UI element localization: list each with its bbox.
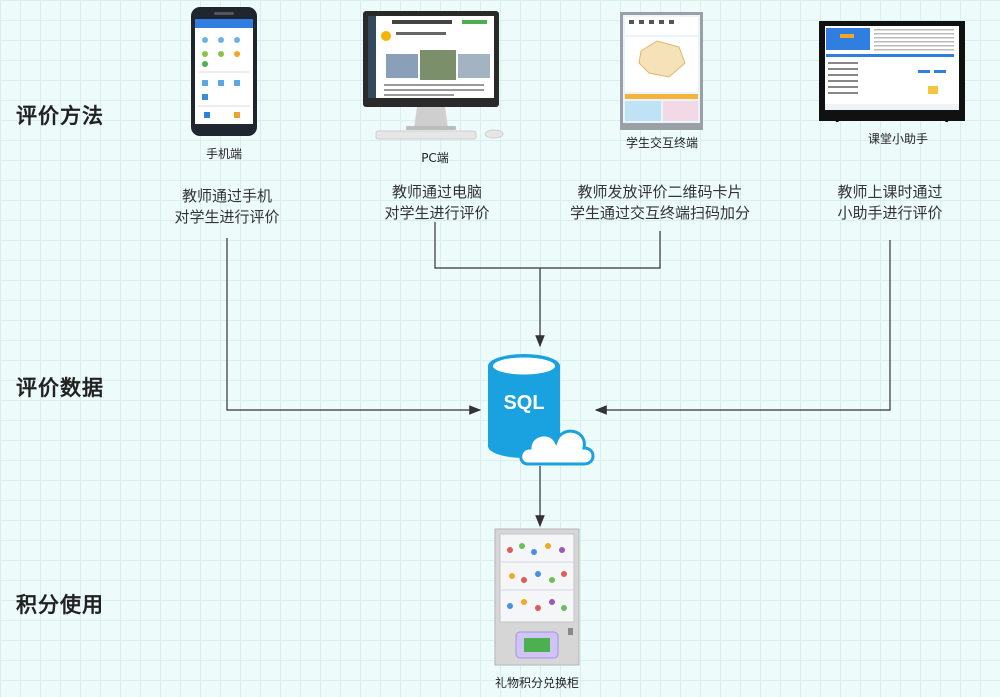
method-line: 教师发放评价二维码卡片: [577, 183, 743, 201]
section-title-data: 评价数据: [16, 376, 104, 400]
device-label-mobile: 手机端: [205, 147, 242, 161]
device-label-terminal: 学生交互终端: [625, 136, 698, 150]
gift-cabinet-icon: [494, 528, 580, 666]
method-line: 对学生进行评价: [174, 208, 280, 226]
section-title-usage: 积分使用: [16, 593, 104, 617]
device-label-assistant: 课堂小助手: [867, 132, 928, 146]
mobile-device-icon: [190, 6, 258, 137]
line-terminal-to-merge: [540, 231, 661, 269]
assistant-device-icon: [818, 20, 966, 131]
method-text-pc: 教师通过电脑 对学生进行评价: [362, 182, 512, 224]
line-pc-to-merge: [434, 222, 540, 269]
terminal-device-icon: [619, 11, 704, 131]
section-title-methods: 评价方法: [16, 104, 104, 128]
method-text-assistant: 教师上课时通过 小助手进行评价: [810, 182, 970, 224]
method-line: 对学生进行评价: [384, 204, 490, 222]
method-line: 教师通过手机: [181, 187, 272, 205]
method-text-terminal: 教师发放评价二维码卡片 学生通过交互终端扫码加分: [555, 182, 765, 224]
method-line: 教师上课时通过: [837, 183, 943, 201]
pc-device-icon: [362, 10, 507, 140]
device-label-pc: PC端: [421, 151, 449, 165]
cabinet-label: 礼物积分兑换柜: [494, 676, 579, 690]
line-assistant-to-db: [594, 240, 891, 415]
sql-label: SQL: [503, 392, 545, 414]
method-text-mobile: 教师通过手机 对学生进行评价: [152, 186, 302, 228]
method-line: 小助手进行评价: [837, 204, 943, 222]
method-line: 学生通过交互终端扫码加分: [569, 204, 750, 222]
sql-database-icon: SQL: [484, 352, 596, 472]
method-line: 教师通过电脑: [391, 183, 482, 201]
line-mobile-to-db: [226, 238, 482, 415]
